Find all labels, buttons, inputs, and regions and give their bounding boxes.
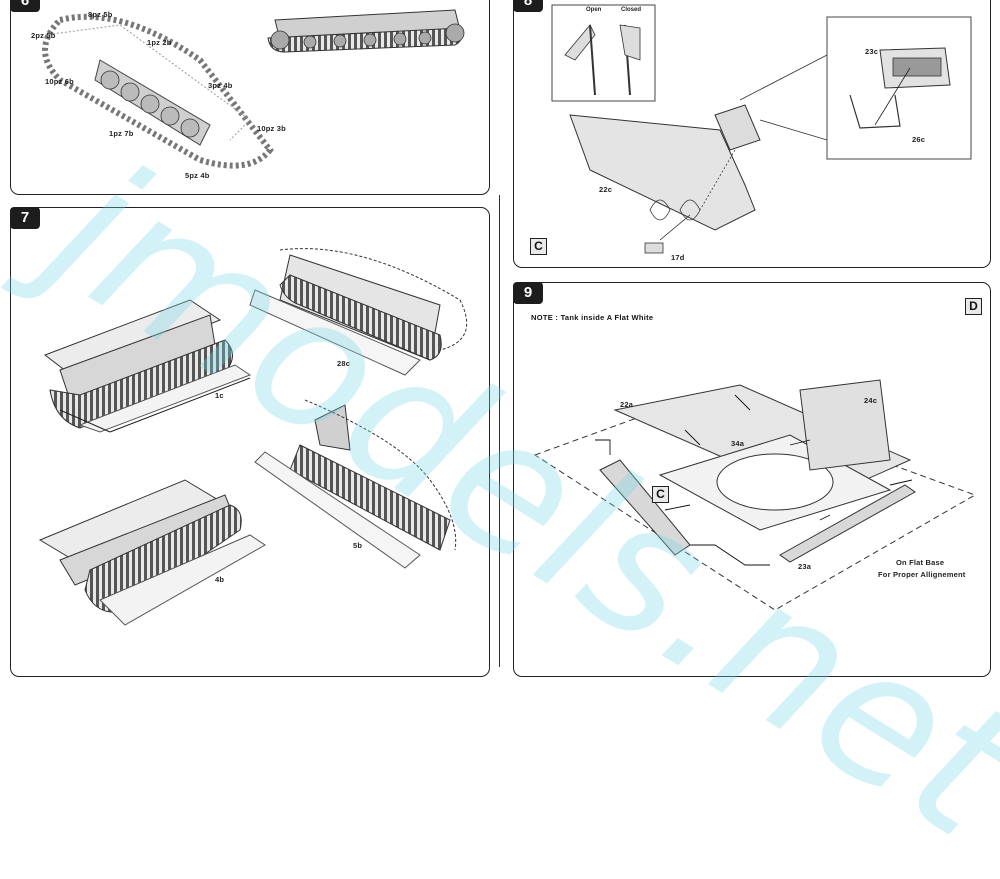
open-label: Open [586, 7, 602, 13]
step-8-number: 8 [513, 0, 543, 12]
step7-part-label: 5b [353, 541, 363, 550]
step8-part-label: 22c [599, 185, 613, 194]
closed-label: Closed [621, 7, 642, 13]
step9-note: NOTE : Tank inside A Flat White [531, 313, 654, 322]
step6-part-label: 1pz 2b [147, 38, 172, 47]
step-9-number: 9 [513, 282, 543, 304]
step6-part-label: 10pz 3b [257, 124, 286, 133]
column-divider [499, 195, 500, 667]
step-7-number: 7 [10, 207, 40, 229]
step7-part-label: 4b [215, 575, 225, 584]
step8-part-label: 23c [865, 47, 879, 56]
step8-part-label: 26c [912, 135, 926, 144]
step6-track-drawing [42, 9, 465, 169]
step9-drawing [533, 379, 977, 611]
step9-part-label: 23a [798, 562, 812, 571]
instruction-drawings [38, 4, 977, 626]
step6-part-label: 8pz 5b [88, 10, 113, 19]
step6-part-label: 2pz 5b [31, 31, 56, 40]
step9-base-note-2: For Proper Allignement [878, 570, 966, 579]
step7-hull-3 [38, 479, 266, 626]
step7-hull-4 [254, 399, 457, 569]
step-6-number: 6 [10, 0, 40, 12]
step9-box-label: D [965, 298, 982, 315]
step7-part-label: 28c [337, 359, 351, 368]
step8-drawing [551, 4, 972, 254]
step9-part-label: 24c [864, 396, 878, 405]
step7-hull-2 [249, 248, 468, 376]
step8-part-label: 17d [671, 253, 685, 262]
step7-hull-1 [43, 299, 252, 433]
step6-part-label: 10pz 6b [45, 77, 74, 86]
step7-part-label: 1c [215, 391, 224, 400]
step6-part-label: 5pz 4b [185, 171, 210, 180]
step8-box-label: C [530, 238, 547, 255]
step9-inner-box-label: C [652, 486, 669, 503]
step9-part-label: 34a [731, 439, 745, 448]
step9-base-note-1: On Flat Base [896, 558, 945, 567]
step9-part-label: 22a [620, 400, 634, 409]
step6-part-label: 1pz 7b [109, 129, 134, 138]
step6-part-label: 3pz 4b [208, 81, 233, 90]
